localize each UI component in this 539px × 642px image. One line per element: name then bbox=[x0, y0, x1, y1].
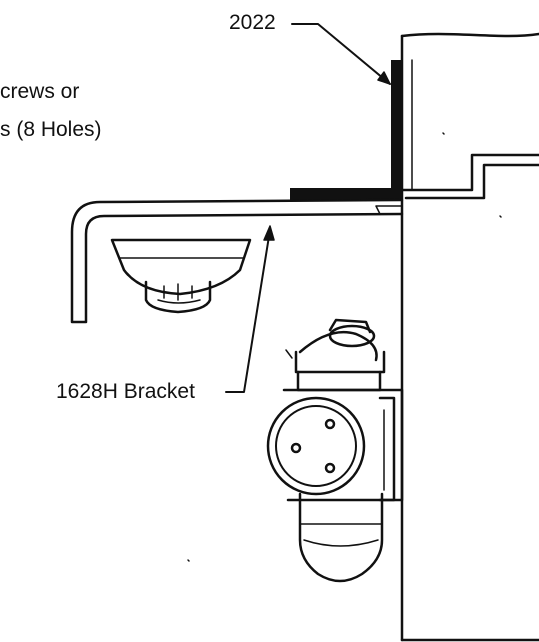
plate-2022 bbox=[290, 60, 402, 200]
scan-specks bbox=[187, 132, 502, 562]
arm-shoe bbox=[110, 238, 252, 314]
door-closer bbox=[266, 318, 404, 583]
bracket-1628h bbox=[70, 198, 404, 324]
leader-2022 bbox=[291, 23, 391, 85]
frame-stop-profile bbox=[400, 153, 539, 200]
label-screws-line2: s (8 Holes) bbox=[0, 118, 102, 141]
label-1628h-bracket: 1628H Bracket bbox=[56, 380, 195, 403]
leader-bracket bbox=[225, 225, 275, 393]
label-screws-line1: crews or bbox=[0, 80, 80, 103]
door-frame bbox=[400, 32, 539, 642]
label-2022: 2022 bbox=[229, 11, 276, 34]
